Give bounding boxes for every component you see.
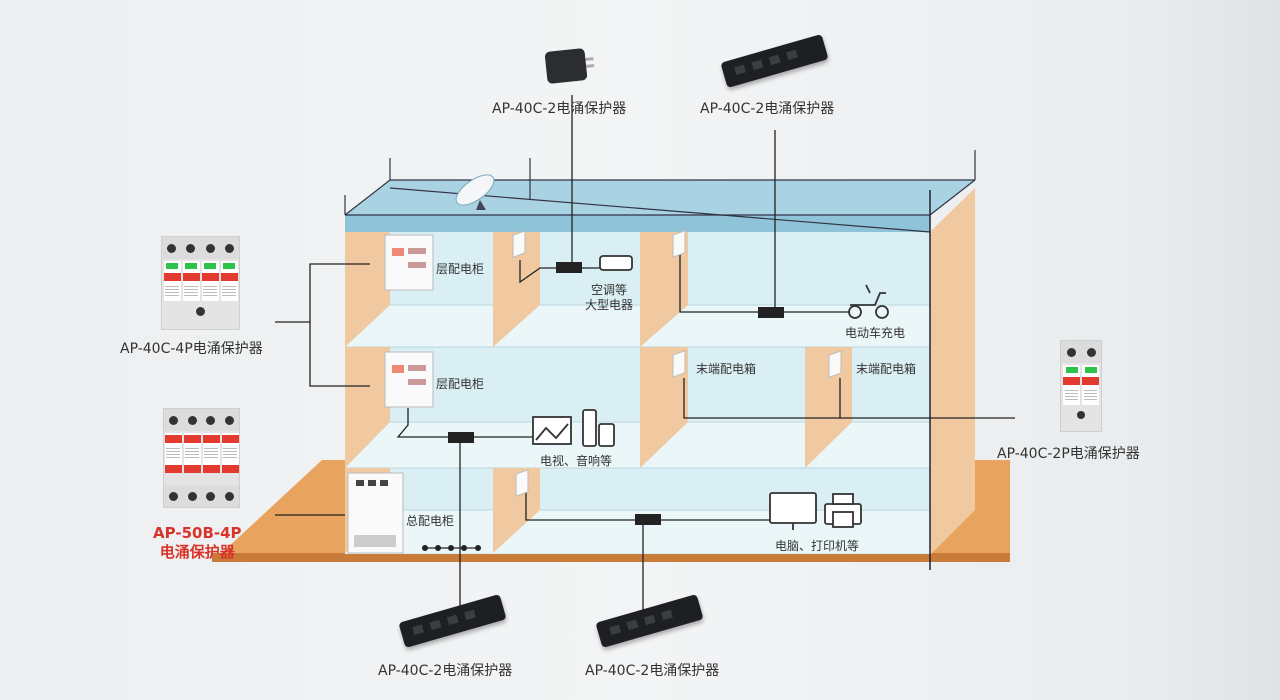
label-left-lower-model: AP-50B-4P xyxy=(153,524,242,542)
speaker-icon xyxy=(582,409,597,447)
label-right-product: AP-40C-2P电涌保护器 xyxy=(997,446,1140,462)
label-bottom-left-product: AP-40C-2电涌保护器 xyxy=(378,663,513,679)
label-floor-cabinet-3: 层配电柜 xyxy=(436,262,485,276)
label-top-left-product: AP-40C-2电涌保护器 xyxy=(492,101,627,117)
label-air-conditioner: 空调等 大型电器 xyxy=(585,283,633,313)
label-pc-printer: 电脑、打印机等 xyxy=(775,539,860,553)
scooter-icon xyxy=(848,284,889,319)
tv-icon xyxy=(532,416,572,445)
right-wall xyxy=(930,188,975,555)
spd-2p-image xyxy=(1060,340,1102,432)
label-left-upper-product: AP-40C-4P电涌保护器 xyxy=(120,341,263,357)
partition-walls xyxy=(345,232,852,553)
label-left-lower-product: AP-50B-4P 电涌保护器 xyxy=(153,524,242,562)
label-tv-audio: 电视、音响等 xyxy=(540,454,613,468)
spd-50b-4p-image xyxy=(163,408,240,508)
label-left-lower-name: 电涌保护器 xyxy=(159,543,235,561)
label-floor-cabinet-2: 层配电柜 xyxy=(436,377,485,391)
label-top-right-product: AP-40C-2电涌保护器 xyxy=(700,101,835,117)
label-main-cabinet: 总配电柜 xyxy=(406,514,455,528)
satellite-dish-icon xyxy=(455,174,495,206)
monitor-icon xyxy=(769,492,817,524)
label-ac-line2: 大型电器 xyxy=(585,298,634,312)
air-conditioner-icon xyxy=(599,255,633,271)
spd-4p-image xyxy=(161,236,240,330)
plug-spd-image xyxy=(544,47,588,85)
label-ac-line1: 空调等 xyxy=(591,283,628,297)
cabinet-breakers xyxy=(354,248,426,547)
roof xyxy=(345,180,975,215)
label-terminal-box-1: 末端配电箱 xyxy=(696,362,757,376)
label-terminal-box-2: 末端配电箱 xyxy=(856,362,917,376)
ground-strip xyxy=(212,553,1010,562)
label-bottom-right-product: AP-40C-2电涌保护器 xyxy=(585,663,720,679)
spd-blocks xyxy=(422,262,784,551)
label-ev-charging: 电动车充电 xyxy=(845,326,906,340)
